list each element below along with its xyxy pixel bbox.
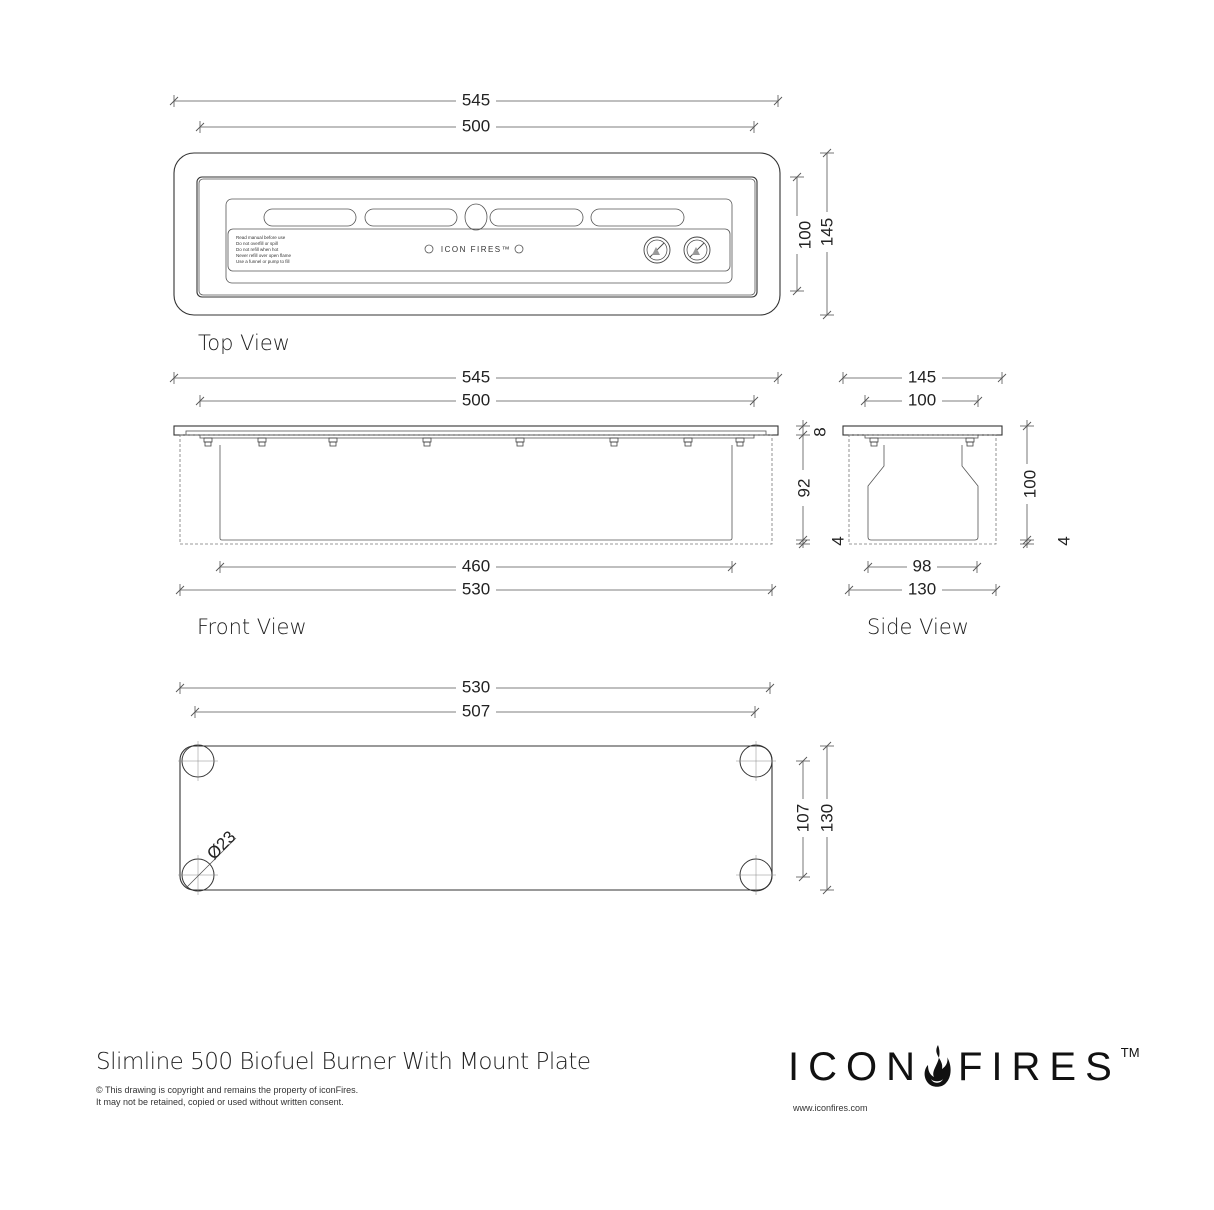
mount-plate — [179, 745, 773, 891]
drawing-title: Slimline 500 Biofuel Burner With Mount P… — [96, 1049, 591, 1075]
svg-text:107: 107 — [793, 804, 812, 832]
dim-100-side: 100 — [860, 390, 983, 411]
svg-text:130: 130 — [817, 804, 836, 832]
brand-logo: ICON FIRES TM — [788, 1043, 1140, 1091]
svg-text:130: 130 — [908, 579, 936, 598]
side-view-label: Side View — [867, 615, 969, 639]
top-view: 545 500 Read manual before use Do not ov… — [169, 90, 837, 355]
plate-logo: ICON FIRES™ — [441, 245, 511, 254]
mount-plate-view: 530 507 Ø23 107 130 — [175, 677, 837, 896]
burner-plate — [225, 198, 733, 284]
side-mount-outline — [848, 434, 997, 545]
brand-left: ICON — [788, 1044, 924, 1089]
dim-500-top: 500 — [195, 116, 759, 137]
svg-text:100: 100 — [908, 390, 936, 409]
dim-545-front: 545 — [169, 367, 783, 388]
svg-text:8: 8 — [810, 427, 829, 436]
svg-text:545: 545 — [462, 90, 490, 109]
svg-text:545: 545 — [462, 367, 490, 386]
svg-text:530: 530 — [462, 579, 490, 598]
warning-text: Read manual before use Do not overfill o… — [236, 235, 292, 264]
svg-text:98: 98 — [913, 556, 932, 575]
dim-98: 98 — [863, 556, 982, 577]
dim-545-top: 545 — [169, 90, 783, 111]
svg-text:500: 500 — [462, 390, 490, 409]
no-spill-icon — [643, 236, 671, 264]
mount-hole — [177, 854, 219, 896]
copyright-line: It may not be retained, copied or used w… — [96, 1097, 344, 1107]
dim-107: 107 — [793, 756, 813, 882]
hole-diameter-label: Ø23 — [203, 827, 239, 863]
svg-text:507: 507 — [462, 701, 490, 720]
svg-text:100: 100 — [1020, 470, 1039, 498]
front-mount-outline — [179, 434, 773, 545]
side-tank-profile — [867, 445, 979, 541]
svg-text:92: 92 — [794, 479, 813, 498]
dim-500-front: 500 — [195, 390, 759, 411]
mount-hole — [177, 740, 219, 782]
front-view-label: Front View — [197, 615, 307, 639]
dim-530-front: 530 — [175, 579, 777, 600]
dim-130-plate: 130 — [817, 741, 837, 895]
front-view: 545 500 460 530 — [169, 367, 847, 639]
svg-text:530: 530 — [462, 677, 490, 696]
svg-text:4: 4 — [1054, 536, 1073, 545]
side-view: 145 100 98 130 100 — [838, 367, 1073, 639]
mount-hole — [735, 854, 777, 896]
trademark: TM — [1120, 1045, 1140, 1060]
dim-530-plate: 530 — [175, 677, 775, 698]
dim-130-side: 130 — [844, 579, 1001, 600]
dim-460: 460 — [215, 556, 737, 577]
dim-vertical-side: 100 4 — [1018, 420, 1073, 549]
dim-145-top: 145 — [817, 148, 837, 320]
svg-text:460: 460 — [462, 556, 490, 575]
top-inner-tray — [196, 176, 758, 298]
brand-right: FIRES — [958, 1044, 1121, 1089]
svg-text:500: 500 — [462, 116, 490, 135]
svg-text:4: 4 — [828, 536, 847, 545]
dim-145-side: 145 — [838, 367, 1007, 388]
top-outer-plate — [173, 152, 781, 316]
dim-100-top: 100 — [787, 172, 814, 296]
website-link[interactable]: www.iconfires.com — [793, 1103, 868, 1113]
top-view-label: Top View — [198, 331, 290, 355]
copyright-notice: © This drawing is copyright and remains … — [96, 1084, 358, 1108]
svg-text:100: 100 — [795, 221, 814, 249]
flame-icon — [924, 1045, 951, 1087]
svg-text:145: 145 — [908, 367, 936, 386]
copyright-line: © This drawing is copyright and remains … — [96, 1085, 359, 1095]
svg-text:145: 145 — [817, 218, 836, 246]
mount-hole — [735, 740, 777, 782]
no-fire-icon — [683, 236, 711, 264]
dim-vertical-front: 8 92 4 — [794, 420, 847, 549]
dim-507: 507 — [190, 701, 760, 722]
